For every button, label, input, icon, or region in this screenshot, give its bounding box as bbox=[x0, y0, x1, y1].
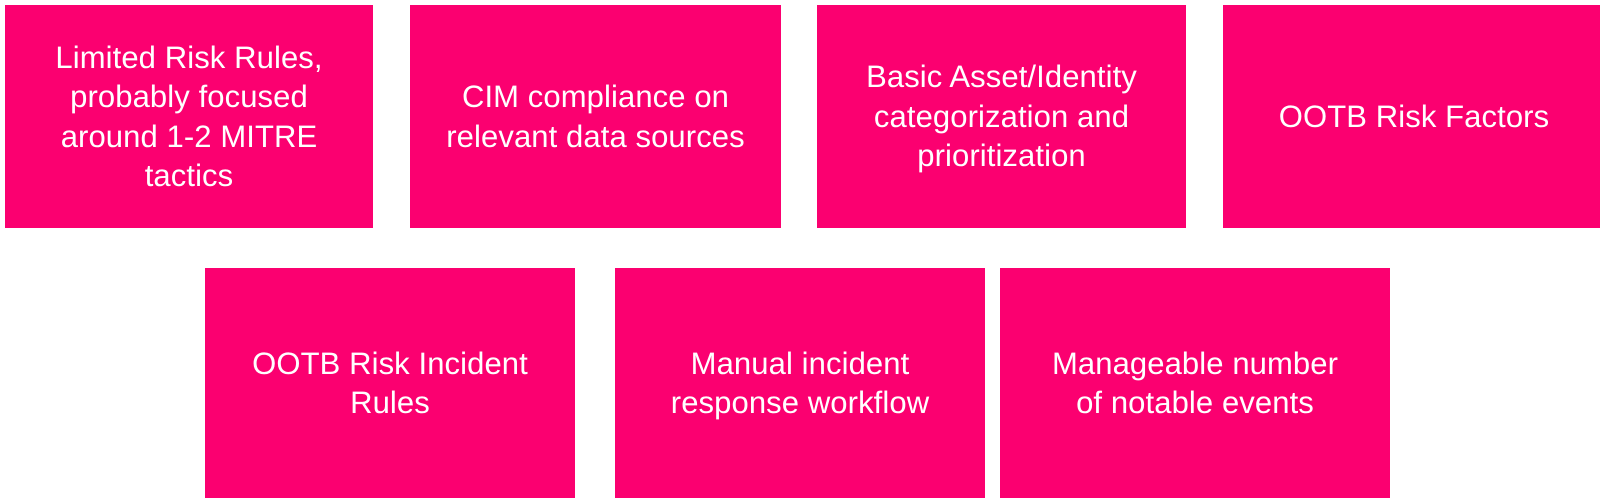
callout-box-cim-compliance[interactable]: CIM compliance on relevant data sources bbox=[410, 5, 781, 228]
callout-box-label: Basic Asset/Identity categorization and … bbox=[866, 59, 1137, 174]
callout-box-label: Manageable number of notable events bbox=[1051, 345, 1339, 420]
callout-box-label: Limited Risk Rules, probably focused aro… bbox=[55, 39, 323, 193]
callout-box-manageable-notable-events[interactable]: Manageable number of notable events bbox=[1000, 268, 1390, 498]
callout-box-label: OOTB Risk Factors bbox=[1278, 98, 1550, 134]
callout-box-label: CIM compliance on relevant data sources bbox=[446, 79, 745, 154]
callout-box-label: OOTB Risk Incident Rules bbox=[252, 345, 528, 420]
callout-box-label: Manual incident response workflow bbox=[670, 345, 930, 420]
callout-box-manual-incident-response-workflow[interactable]: Manual incident response workflow bbox=[615, 268, 985, 498]
callout-box-ootb-risk-factors[interactable]: OOTB Risk Factors bbox=[1223, 5, 1600, 228]
callout-box-limited-risk-rules[interactable]: Limited Risk Rules, probably focused aro… bbox=[5, 5, 373, 228]
callout-box-ootb-risk-incident-rules[interactable]: OOTB Risk Incident Rules bbox=[205, 268, 575, 498]
callout-box-asset-identity-categorization[interactable]: Basic Asset/Identity categorization and … bbox=[817, 5, 1186, 228]
